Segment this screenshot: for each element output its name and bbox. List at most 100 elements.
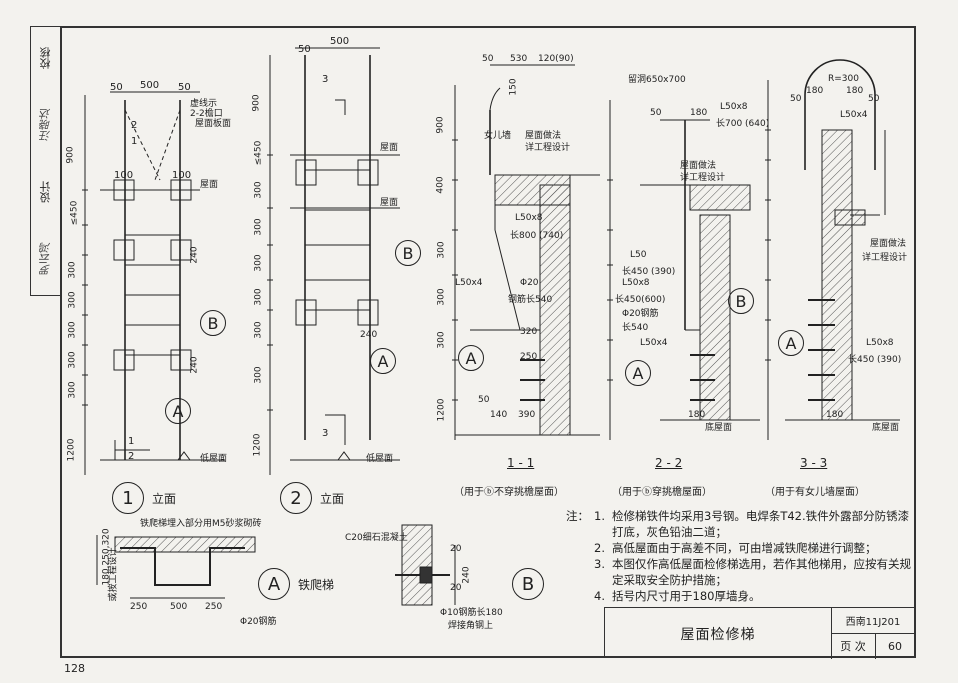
section-3-label: 3 - 3 [800, 456, 828, 470]
dim-180-s3b: 180 [846, 86, 864, 96]
dim-180-s2: 180 [690, 108, 708, 118]
mark-2-bottom: 2 [128, 451, 135, 462]
phi20-s2b: 长540 [622, 323, 649, 333]
dim-50-s3a: 50 [790, 94, 802, 104]
dashed-note-2: 2-2檐口 [190, 109, 223, 119]
dim-530-s1: 530 [510, 54, 528, 64]
detail-b-240: 240 [461, 566, 472, 584]
note-row: 4. 括号内尺寸用于180厚墙身。 [566, 588, 916, 604]
view-2-marker: 2 [280, 482, 312, 514]
mark-1-top: 1 [131, 136, 138, 147]
dim-450-e1: ≤450 [69, 200, 80, 226]
l50x8-s1: L50x8 [515, 213, 543, 223]
detail-b-marker: B [512, 568, 544, 600]
note-index: 1. [594, 509, 605, 523]
detail-a-marker: A [258, 568, 290, 600]
phi20-s2: Φ20钢筋 [622, 309, 659, 319]
detail-a-phi: Φ20钢筋 [240, 617, 277, 627]
section-1-caption: （用于ⓑ不穿挑檐屋面） [454, 487, 564, 498]
dim-240-e1a: 240 [189, 246, 200, 264]
callout-a-s1: A [458, 345, 484, 371]
detail-b-c20: C20细石混凝土 [345, 533, 408, 543]
view-2-label: 立面 [320, 492, 345, 506]
dim-50-s1: 50 [482, 54, 494, 64]
section-2-2 [607, 100, 760, 440]
dim-320-s1: 320 [520, 327, 538, 337]
l50x8-s3c: L50x8 [866, 338, 894, 348]
section-1-1 [452, 64, 600, 440]
detail-b-dim-20b: 20 [450, 583, 462, 593]
elevation-1-ladder [82, 91, 225, 475]
low-roof-label-1: 低屋面 [200, 454, 228, 464]
detail-a-500: 500 [170, 602, 188, 612]
detail-b-phi: Φ10钢筋长180 [440, 608, 503, 618]
low-roof-label-2: 低屋面 [366, 454, 394, 464]
callout-a-s3: A [778, 330, 804, 356]
note-text: 本图仅作高低屋面检修梯选用，若作其他梯用，应按有关规定采取安全防护措施； [612, 557, 911, 587]
l50x8-s2b: 长450(600) [615, 295, 666, 305]
dim-150-s1: 150 [508, 78, 519, 96]
l50x8-s1b: 长800 (740) [510, 231, 564, 241]
l50x8-s3: L50x8 [720, 102, 748, 112]
dim-240-e1b: 240 [189, 356, 200, 374]
hole-label: 留洞650x700 [628, 75, 686, 85]
dim-400-s1: 400 [435, 176, 446, 194]
roof-method-s3b: 详工程设计 [862, 253, 908, 263]
note-row: 3. 本图仅作高低屋面检修梯选用，若作其他梯用，应按有关规定采取安全防护措施； [566, 556, 916, 588]
detail-a-label: 铁爬梯 [298, 578, 335, 592]
dim-50-s3b: 50 [868, 94, 880, 104]
dim-900-e2: 900 [251, 94, 262, 112]
note-index: 3. [594, 557, 605, 571]
dim-180-s3c: 180 [826, 410, 844, 420]
phi20-s1b: 钢筋长540 [508, 295, 553, 305]
roof-label-2a: 屋面 [380, 143, 399, 153]
dim-50-e2: 50 [298, 44, 311, 55]
parapet-label: 女儿墙 [484, 131, 512, 141]
phi20-s1: Φ20 [520, 278, 539, 288]
roof-method-s1a: 屋面做法 [525, 131, 562, 141]
section-2-label: 2 - 2 [655, 456, 683, 470]
note-index: 2. [594, 541, 605, 555]
view-1-label: 立面 [152, 492, 177, 506]
notes-block: 注： 1. 检修梯铁件均采用3号钢。电焊条T42.铁件外露部分防锈漆打底，灰色铅… [566, 508, 916, 604]
dim-120-s1: 120(90) [538, 54, 574, 64]
bottom-roof-s2: 底屋面 [705, 423, 733, 433]
dim-300-e1c: 300 [67, 321, 78, 339]
dim-1200-s1: 1200 [436, 398, 447, 422]
dim-300-s1b: 300 [436, 288, 447, 306]
l50x4-s3: L50x4 [840, 110, 868, 120]
dim-1200-e1: 1200 [66, 438, 77, 462]
callout-b-e1: B [200, 310, 226, 336]
dim-180-s2b: 180 [688, 410, 706, 420]
callout-a-s2: A [625, 360, 651, 386]
roof-top-label: 屋面板面 [195, 119, 232, 129]
dim-300-e1b: 300 [67, 291, 78, 309]
mark-3-bottom: 3 [322, 428, 329, 439]
callout-a-e1: A [165, 398, 191, 424]
l50x4-s1: L50x4 [455, 278, 483, 288]
dim-900-e1: 900 [65, 146, 76, 164]
note-text: 括号内尺寸用于180厚墙身。 [612, 589, 761, 603]
detail-a-dim2: 或按工程设计 [108, 547, 119, 602]
dim-300-e2a: 300 [253, 181, 264, 199]
note-text: 高低屋面由于高差不同，可由增减铁爬梯进行调整； [612, 541, 877, 555]
mark-3-top: 3 [322, 74, 329, 85]
dim-250-s1: 250 [520, 352, 538, 362]
page-value: 60 [888, 639, 902, 653]
note-index: 4. [594, 589, 605, 603]
dim-300-e2f: 300 [253, 366, 264, 384]
detail-a-note: 铁爬梯埋入部分用M5砂浆砌砖 [140, 519, 262, 529]
dim-450-e2: ≤450 [253, 140, 264, 166]
note-row: 2. 高低屋面由于高差不同，可由增减铁爬梯进行调整； [566, 540, 916, 556]
detail-a-linework [96, 535, 256, 599]
note-row: 注： 1. 检修梯铁件均采用3号钢。电焊条T42.铁件外露部分防锈漆打底，灰色铅… [566, 508, 916, 540]
dim-50-s2: 50 [650, 108, 662, 118]
dim-50-s1b: 50 [478, 395, 490, 405]
detail-b-dim-20a: 20 [450, 544, 462, 554]
l50-s2: L50 [630, 250, 647, 260]
note-text: 检修梯铁件均采用3号钢。电焊条T42.铁件外露部分防锈漆打底，灰色铅油二道； [612, 509, 910, 539]
dim-300-e1d: 300 [67, 351, 78, 369]
dim-300-e2c: 300 [253, 254, 264, 272]
section-1-label: 1 - 1 [507, 456, 535, 470]
